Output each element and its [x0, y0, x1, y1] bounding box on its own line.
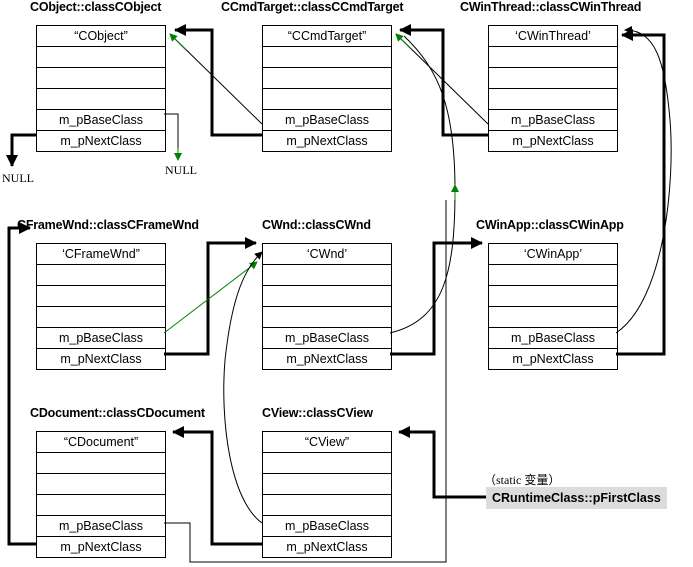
cobject-next-null-arrow — [6, 133, 36, 167]
empty-field — [37, 286, 165, 307]
empty-field — [489, 265, 617, 286]
cwinapp-title: CWinApp::classCWinApp — [476, 218, 624, 232]
base-class-field: m_pBaseClass — [489, 328, 617, 349]
empty-field — [263, 286, 391, 307]
empty-field — [489, 47, 617, 68]
empty-field — [263, 474, 391, 495]
empty-field — [489, 286, 617, 307]
cobject-base-null-arrow — [164, 113, 179, 158]
cview-base-class-arrow — [223, 251, 263, 524]
empty-field — [37, 265, 165, 286]
cwnd-title: CWnd::classCWnd — [262, 218, 371, 232]
empty-field — [263, 495, 391, 516]
next-class-field: m_pNextClass — [263, 131, 391, 152]
cframewnd-next-class-arrow — [164, 237, 257, 356]
cwinthread-next-class-arrow — [399, 24, 488, 137]
empty-field — [489, 89, 617, 110]
empty-field — [263, 453, 391, 474]
class-name-field: “CDocument” — [37, 432, 165, 453]
null-label-next: NULL — [2, 171, 34, 185]
cdocument-title: CDocument::classCDocument — [30, 406, 205, 420]
ccmdtarget-next-class-arrow — [174, 24, 262, 137]
empty-field — [37, 307, 165, 328]
base-class-field: m_pBaseClass — [37, 516, 165, 537]
cwinthread-title: CWinThread::classCWinThread — [460, 0, 642, 14]
base-class-field: m_pBaseClass — [263, 110, 391, 131]
empty-field — [37, 495, 165, 516]
first-class-arrow — [398, 426, 486, 499]
class-name-field: ‘CWinApp’ — [489, 244, 617, 265]
cwinapp-runtime-class-box: ‘CWinApp’ m_pBaseClass m_pNextClass — [488, 243, 618, 370]
static-variable-label: （static 变量） — [484, 473, 561, 487]
base-class-field: m_pBaseClass — [37, 328, 165, 349]
class-name-field: “CView” — [263, 432, 391, 453]
class-name-field: ‘CFrameWnd” — [37, 244, 165, 265]
empty-field — [37, 453, 165, 474]
empty-field — [263, 89, 391, 110]
empty-field — [37, 68, 165, 89]
cdocument-runtime-class-box: “CDocument” m_pBaseClass m_pNextClass — [36, 431, 166, 558]
cwnd-runtime-class-box: ‘CWnd’ m_pBaseClass m_pNextClass — [262, 243, 392, 370]
empty-field — [263, 307, 391, 328]
cview-title: CView::classCView — [262, 406, 373, 420]
class-name-field: ‘CWinThread’ — [489, 26, 617, 47]
empty-field — [489, 307, 617, 328]
cview-next-class-arrow — [172, 426, 262, 546]
next-class-field: m_pNextClass — [37, 537, 165, 558]
next-class-field: m_pNextClass — [37, 349, 165, 370]
cobject-runtime-class-box: “CObject” m_pBaseClass m_pNextClass — [36, 25, 166, 152]
next-class-field: m_pNextClass — [37, 131, 165, 152]
cwnd-next-class-arrow — [390, 237, 483, 356]
cframewnd-title: CFrameWnd::classCFrameWnd — [17, 218, 199, 232]
cwinthread-runtime-class-box: ‘CWinThread’ m_pBaseClass m_pNextClass — [488, 25, 618, 152]
empty-field — [37, 89, 165, 110]
base-class-field: m_pBaseClass — [489, 110, 617, 131]
pfirstclass-pointer: CRuntimeClass::pFirstClass — [486, 487, 667, 509]
next-class-field: m_pNextClass — [263, 349, 391, 370]
cwnd-base-class-arrow — [389, 35, 456, 334]
base-class-field: m_pBaseClass — [263, 516, 391, 537]
cobject-title: CObject::classCObject — [30, 0, 162, 14]
cframewnd-base-class-arrow — [163, 261, 258, 334]
empty-field — [263, 47, 391, 68]
empty-field — [263, 265, 391, 286]
next-class-field: m_pNextClass — [489, 349, 617, 370]
ccmdtarget-title: CCmdTarget::classCCmdTarget — [221, 0, 404, 14]
class-name-field: ‘CWnd’ — [263, 244, 391, 265]
class-name-field: “CCmdTarget” — [263, 26, 391, 47]
class-name-field: “CObject” — [37, 26, 165, 47]
next-class-field: m_pNextClass — [489, 131, 617, 152]
ccmdtarget-runtime-class-box: “CCmdTarget” m_pBaseClass m_pNextClass — [262, 25, 392, 152]
cdocument-base-class-arrow — [164, 200, 447, 563]
cview-runtime-class-box: “CView” m_pBaseClass m_pNextClass — [262, 431, 392, 558]
empty-field — [489, 68, 617, 89]
null-label-base: NULL — [165, 163, 197, 177]
base-class-field: m_pBaseClass — [37, 110, 165, 131]
cwinapp-base-class-arrow — [615, 26, 672, 334]
base-class-field: m_pBaseClass — [263, 328, 391, 349]
empty-field — [37, 474, 165, 495]
empty-field — [37, 47, 165, 68]
cview-next-arrow — [390, 508, 434, 544]
cdocument-next-class-arrow — [7, 222, 36, 546]
next-class-field: m_pNextClass — [263, 537, 391, 558]
cframewnd-runtime-class-box: ‘CFrameWnd” m_pBaseClass m_pNextClass — [36, 243, 166, 370]
empty-field — [263, 68, 391, 89]
